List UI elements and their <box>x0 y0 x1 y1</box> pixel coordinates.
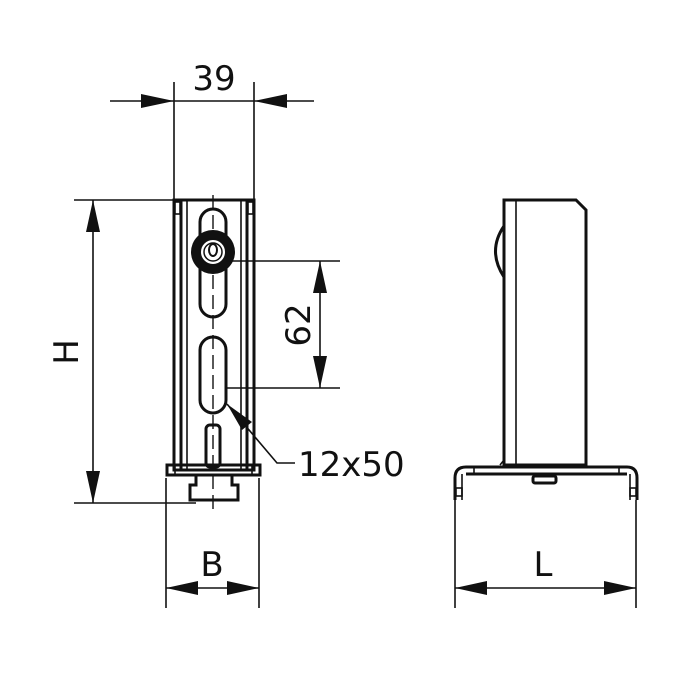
dimension-62: 62 <box>226 260 340 389</box>
stud <box>204 423 222 469</box>
dimension-39: 39 <box>110 59 314 200</box>
lower-slot <box>198 335 228 415</box>
dimension-h: H <box>47 199 196 504</box>
dimension-h-label: H <box>47 339 87 365</box>
base-plate <box>165 463 262 477</box>
front-view-channel <box>172 198 256 472</box>
dimension-39-label: 39 <box>192 59 235 99</box>
dimension-l-label: L <box>534 545 553 585</box>
dimension-b: B <box>165 478 260 608</box>
side-base <box>453 465 639 500</box>
upper-slot <box>198 207 228 319</box>
side-view <box>453 198 639 500</box>
side-view-body <box>502 198 588 467</box>
front-view <box>165 195 262 515</box>
dimension-b-label: B <box>200 545 223 585</box>
dimension-l: L <box>454 500 637 608</box>
leader-12x50: 12x50 <box>226 403 405 485</box>
dimension-62-label: 62 <box>279 303 319 346</box>
foot <box>188 475 240 502</box>
side-nut <box>531 474 558 485</box>
bolt-nut-icon <box>191 230 235 274</box>
slot-size-label: 12x50 <box>298 445 405 485</box>
side-bolt-head <box>494 225 506 278</box>
